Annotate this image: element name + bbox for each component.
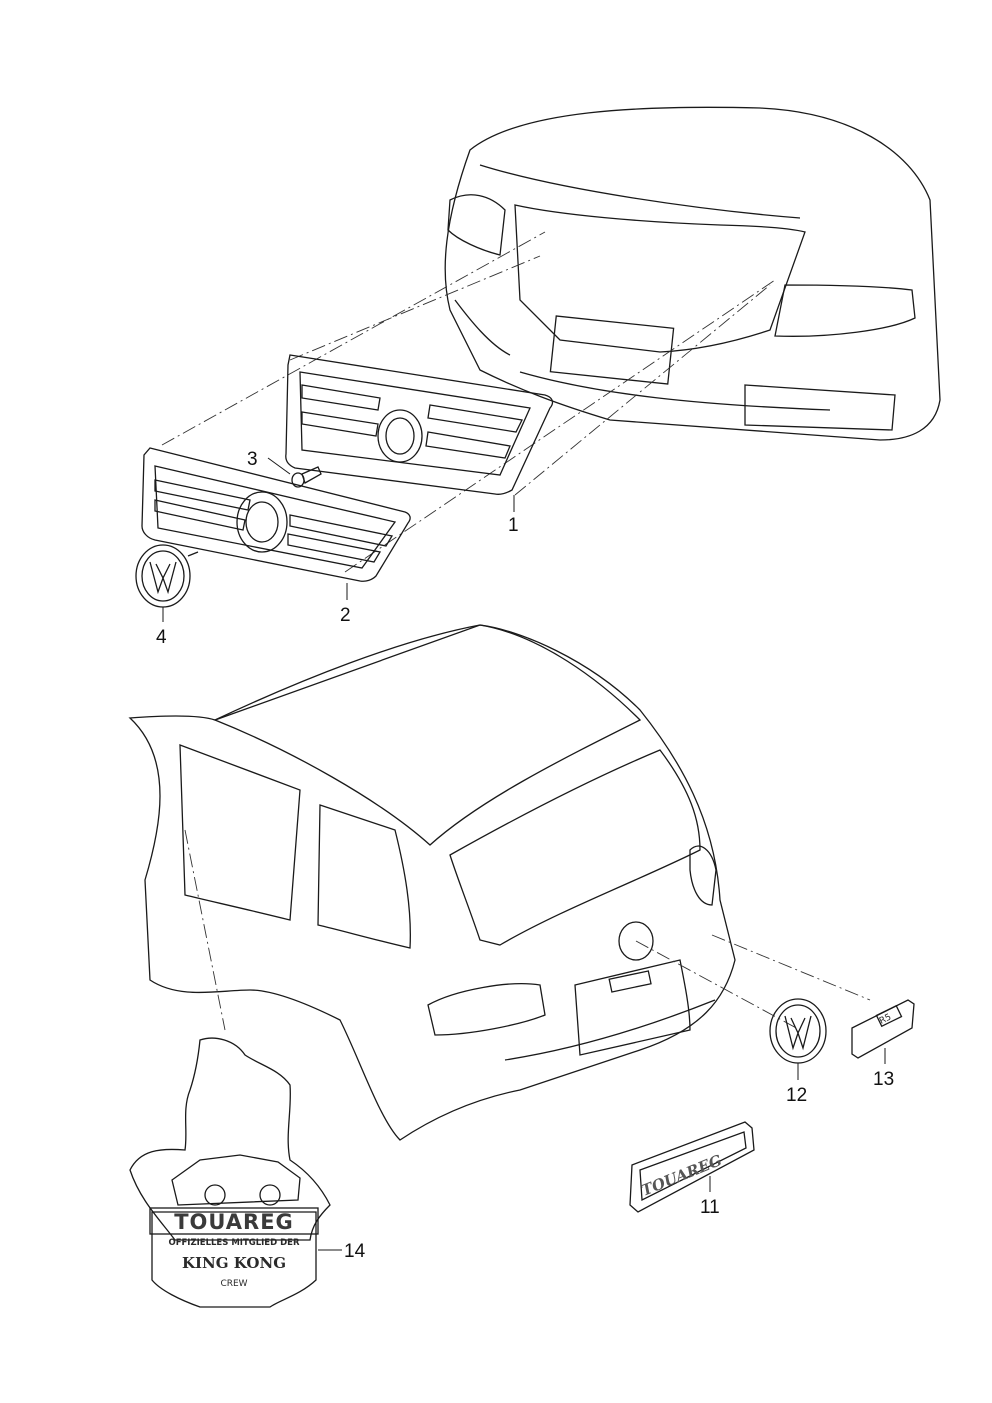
front-vehicle-view	[444, 106, 941, 441]
sticker-car-outline	[171, 1154, 301, 1206]
callout-14: 14	[344, 1241, 366, 1262]
sticker-line-3: CREW	[220, 1279, 247, 1289]
rear-side-window-2	[317, 804, 411, 949]
part-3-screw	[291, 466, 322, 488]
sticker-shield	[151, 1211, 317, 1308]
rear-tailgate-window	[449, 749, 701, 946]
part-4-front-emblem	[135, 544, 199, 608]
callout-13: 13	[873, 1069, 894, 1090]
rear-side-window-1	[179, 744, 301, 921]
front-left-headlight	[447, 194, 506, 256]
callout-4: 4	[156, 627, 167, 648]
rear-left-taillight	[427, 983, 546, 1036]
callout-11: 11	[700, 1197, 720, 1218]
callout-2: 2	[340, 605, 351, 626]
front-body-outline	[444, 106, 941, 441]
front-leader-lines	[162, 457, 515, 622]
front-lower-intake-right	[744, 384, 896, 431]
front-grille-opening	[514, 204, 806, 353]
part-2-grille-insert	[141, 447, 411, 582]
part-1-radiator-grille	[285, 354, 554, 496]
rear-emblem-position	[618, 921, 654, 961]
rear-right-taillight	[689, 845, 717, 906]
model-lettering-text: TOUAREG	[639, 1151, 725, 1200]
front-hood-edge	[479, 164, 801, 219]
rear-small-plate	[608, 970, 652, 993]
sticker-line-1: OFFIZIELLES MITGLIED DER	[168, 1238, 300, 1248]
front-right-headlight	[774, 284, 916, 337]
callout-3: 3	[247, 449, 258, 470]
sticker-kong-silhouette	[129, 1037, 331, 1241]
front-lower-intake-left	[454, 299, 511, 356]
vw-logo-icon	[784, 1015, 812, 1051]
trim-badge-text: R5	[878, 1012, 893, 1026]
rear-assembly-lines	[184, 829, 871, 1031]
rear-roof	[213, 624, 642, 846]
part-14-sticker-badge: TOUAREG OFFIZIELLES MITGLIED DER KING KO…	[129, 1037, 342, 1308]
rear-plate-recess	[574, 959, 691, 1056]
front-license-plate	[549, 315, 675, 385]
front-assembly-lines	[161, 231, 776, 573]
vw-logo-icon	[149, 561, 177, 595]
callout-labels: 1 2 3 4 11 12 13 14	[156, 449, 894, 1262]
part-12-rear-emblem	[769, 998, 827, 1080]
part-13-trim-badge: R5	[851, 999, 915, 1064]
front-bumper-line	[519, 371, 831, 411]
callout-1: 1	[508, 515, 519, 536]
rear-bumper	[504, 999, 716, 1061]
part-11-model-lettering: TOUAREG	[629, 1121, 755, 1213]
callout-12: 12	[786, 1085, 807, 1106]
sticker-line-2: KING KONG	[182, 1254, 286, 1272]
rear-body-outline	[128, 624, 736, 1141]
rear-vehicle-view	[128, 624, 736, 1141]
sticker-title: TOUAREG	[174, 1210, 294, 1234]
